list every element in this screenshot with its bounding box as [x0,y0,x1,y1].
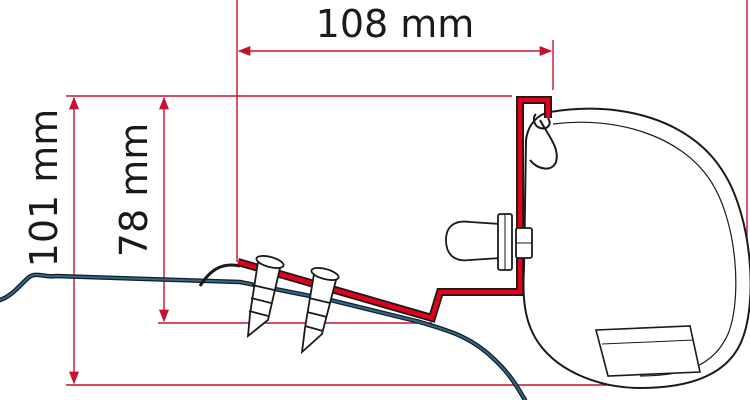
roof-gutter [198,263,241,287]
height-bracket-label: 78 mm [112,123,156,257]
bolt-head [445,220,501,262]
width-dimension-label: 108 mm [316,2,475,46]
awning-slot [594,325,701,377]
dimension-lines [66,0,748,386]
awning-cassette [522,107,750,390]
bolt-assembly [445,213,533,271]
screw-right [300,267,340,355]
mounting-bracket [236,96,552,323]
screw-left [246,255,285,339]
height-total-label: 101 mm [22,109,66,268]
